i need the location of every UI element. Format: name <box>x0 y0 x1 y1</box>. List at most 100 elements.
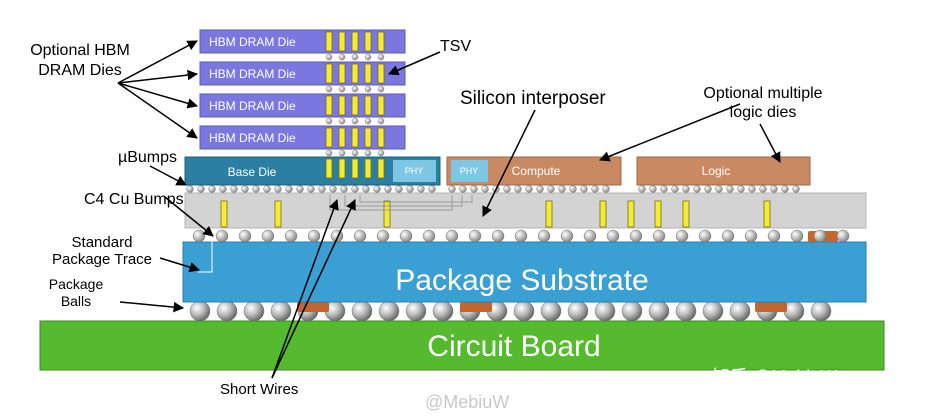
c4-bump <box>376 229 390 243</box>
package-ball <box>405 300 427 322</box>
c4-bumps <box>192 229 850 243</box>
package-balls-line1: Package <box>49 276 104 292</box>
package-ball <box>432 300 454 322</box>
substrate-pad <box>460 302 492 312</box>
package-ball <box>243 300 265 322</box>
micro-bump <box>252 185 260 193</box>
hbm-tsv <box>351 95 359 116</box>
micro-bump <box>384 185 392 193</box>
hbm-micro-bump <box>377 85 385 93</box>
hbm-micro-bump <box>351 117 359 125</box>
package-ball <box>540 300 562 322</box>
interposer-tsv <box>682 200 690 228</box>
hbm-tsv <box>338 127 346 148</box>
hbm-tsv <box>325 127 333 148</box>
hbm-tsv <box>338 63 346 84</box>
micro-bump <box>536 185 544 193</box>
hbm-tsv <box>338 158 346 179</box>
micro-bump <box>770 185 778 193</box>
substrate-pad <box>297 302 329 312</box>
hbm-tsv <box>364 63 372 84</box>
micro-bump <box>274 185 282 193</box>
c4-bump <box>192 229 206 243</box>
micro-bump <box>660 185 668 193</box>
tsv-label: TSV <box>440 38 471 55</box>
hbm-tsv <box>377 31 385 52</box>
hbm-tsv <box>377 158 385 179</box>
circuit-board <box>39 320 885 371</box>
c4-bump <box>238 229 252 243</box>
package-ball <box>594 300 616 322</box>
hbm-micro-bump <box>325 85 333 93</box>
package-trace-line2: Package Trace <box>52 251 152 268</box>
hbm-micro-bump <box>364 53 372 61</box>
hbm-micro-bump <box>325 149 333 157</box>
micro-bump <box>602 185 610 193</box>
hbm-micro-bump <box>338 53 346 61</box>
hbm-tsv <box>338 95 346 116</box>
watermark-bottom: @MebiuW <box>425 392 509 412</box>
package-balls-line2: Balls <box>61 293 91 309</box>
logic-callout-line2: logic dies <box>730 104 797 121</box>
callout-arrows <box>117 40 781 379</box>
micro-bump <box>558 185 566 193</box>
hbm-tsv <box>377 63 385 84</box>
c4-bump <box>652 229 666 243</box>
hbm-tsv <box>325 63 333 84</box>
interposer-tsv <box>599 200 607 228</box>
package-ball <box>189 300 211 322</box>
micro-bump <box>351 185 359 193</box>
hbm-die-label-1: HBM DRAM Die <box>209 35 296 49</box>
c4-bump <box>468 229 482 243</box>
hbm-die-label-2: HBM DRAM Die <box>209 67 296 81</box>
hbm-tsv <box>325 31 333 52</box>
hbm-tsv <box>351 63 359 84</box>
micro-bump <box>263 185 271 193</box>
substrate-pad <box>755 302 787 312</box>
c4-bump <box>307 229 321 243</box>
package-ball <box>513 300 535 322</box>
logic-label: Logic <box>702 164 731 178</box>
hbm-callout-line2: DRAM Dies <box>38 62 122 79</box>
micro-bump <box>638 185 646 193</box>
hbm-tsv <box>364 127 372 148</box>
c4-bump <box>744 229 758 243</box>
interposer-tsv <box>220 200 228 228</box>
package-ball <box>216 300 238 322</box>
micro-bump <box>726 185 734 193</box>
hbm-micro-bump <box>364 117 372 125</box>
micro-bump <box>197 185 205 193</box>
micro-bump <box>219 185 227 193</box>
micro-bump <box>671 185 679 193</box>
package-ball <box>729 300 751 322</box>
c4-bump <box>399 229 413 243</box>
micro-bump <box>693 185 701 193</box>
standard-package-trace <box>198 238 213 273</box>
hbm-micro-bump <box>338 85 346 93</box>
compute-label: Compute <box>512 164 561 178</box>
micro-bump <box>296 185 304 193</box>
silicon-interposer <box>184 192 867 229</box>
hbm-tsv <box>364 31 372 52</box>
micro-bump <box>318 185 326 193</box>
c4-bump <box>721 229 735 243</box>
phy-block <box>393 160 436 182</box>
micro-bump <box>514 185 522 193</box>
c4-bumps-label: C4 Cu Bumps <box>84 191 184 208</box>
micro-bump <box>737 185 745 193</box>
hbm-micro-bump <box>351 149 359 157</box>
micro-bump <box>525 185 533 193</box>
micro-bump <box>682 185 690 193</box>
micro-bump <box>241 185 249 193</box>
hbm-micro-bump <box>338 117 346 125</box>
micro-bump <box>704 185 712 193</box>
c4-bump <box>284 229 298 243</box>
micro-bump <box>792 185 800 193</box>
hbm-tsv <box>377 95 385 116</box>
hbm-micro-bump <box>364 85 372 93</box>
package-trace-line1: Standard <box>72 234 133 251</box>
interposer-tsv <box>627 200 635 228</box>
package-substrate-label: Package Substrate <box>395 264 649 297</box>
interposer-tsv <box>654 200 662 228</box>
